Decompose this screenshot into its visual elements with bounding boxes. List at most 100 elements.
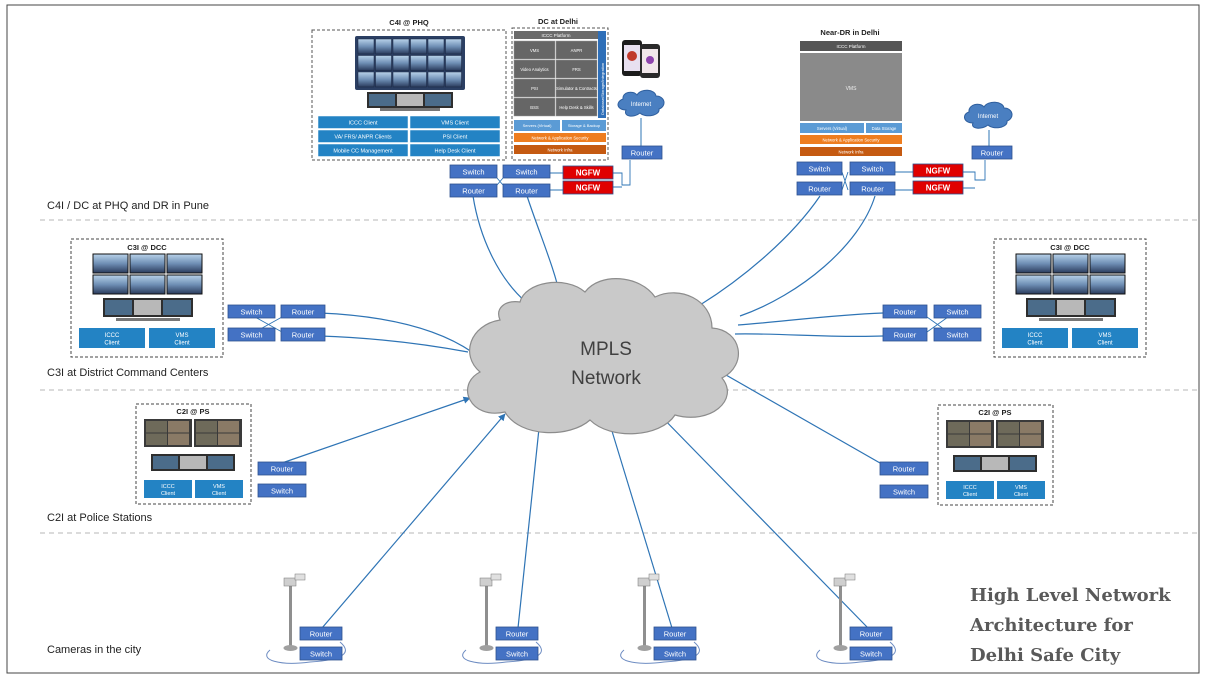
caption-line-2: Architecture for	[969, 615, 1133, 636]
router-label: Router	[981, 149, 1004, 158]
dc-servers-label: Servers (Virtual)	[523, 123, 552, 128]
ngfw-label: NGFW	[576, 169, 601, 178]
router-label: Router	[515, 187, 538, 196]
dc-delhi-title: DC at Delhi	[538, 17, 578, 26]
c2i-cctv-monitors	[946, 420, 1044, 448]
phq-client-label: ICCC Client	[348, 121, 378, 127]
band-label-cameras: Cameras in the city	[47, 644, 142, 656]
camera-switch: Switch	[849, 646, 893, 661]
link-camera-1	[321, 413, 506, 629]
dc-infra-bar	[514, 145, 606, 154]
c3i-left-switch-2: Switch	[227, 327, 276, 342]
c2i-client-label: ICCC	[963, 485, 976, 491]
dc-security-label: Network & Application Security	[531, 136, 589, 141]
camera-router: Router	[299, 626, 343, 641]
c3i-right-router-1: Router	[882, 304, 928, 319]
dr-switch-1: Switch	[796, 161, 843, 176]
dc-router-2: Router	[502, 183, 551, 198]
dc-router-1: Router	[449, 183, 498, 198]
band-label-c2i: C2I at Police Stations	[47, 512, 153, 524]
outer-frame	[6, 4, 1200, 674]
dc-module-cell: VMS	[513, 40, 556, 60]
c2i-right-router: Router	[879, 461, 929, 476]
dr-servers-label: Servers (Virtual)	[817, 126, 848, 131]
c2i-cctv-monitors	[144, 419, 242, 447]
link-c2i-left	[281, 396, 471, 464]
dr-internet-router: Router	[971, 145, 1013, 160]
dc-servers-bar	[514, 120, 560, 131]
c2i-client-label: Client	[1014, 492, 1029, 498]
link-c2i-right	[711, 366, 881, 464]
dc-switch-2: Switch	[502, 164, 551, 179]
c2i-title: C2I @ PS	[176, 407, 209, 416]
camera-router: Router	[495, 626, 539, 641]
router-label: Router	[292, 331, 315, 340]
dc-side-label: Database/Storage/Integration	[600, 63, 605, 115]
switch-label: Switch	[462, 168, 484, 177]
c2i-client-label: ICCC	[161, 484, 174, 490]
phq-client-cell: Mobile CC Management	[317, 143, 409, 157]
dc-module-label: Simulator & Contracts	[556, 86, 597, 91]
cctv-camera-icon	[637, 573, 660, 651]
dr-platform-label: ICCC Platform	[836, 44, 865, 49]
ngfw-label: NGFW	[926, 184, 951, 193]
c3i-client-cell: VMS Client	[149, 328, 215, 348]
dc-module-label: ANPR	[571, 48, 583, 53]
c3i-client-label: Client	[174, 341, 190, 347]
router-label: Router	[861, 185, 884, 194]
router-label: Router	[506, 630, 529, 639]
phq-client-cell: Help Desk Client	[409, 143, 501, 157]
router-label: Router	[631, 149, 654, 158]
c3i-title: C3I @ DCC	[127, 243, 167, 252]
dc-security-bar	[514, 133, 606, 142]
network-links	[319, 195, 884, 353]
c3i-right-switch-1: Switch	[933, 304, 982, 319]
dc-module-cell: Help Desk & Skills	[555, 97, 598, 117]
switch-label: Switch	[664, 650, 686, 659]
c2i-client-label: Client	[161, 491, 176, 497]
router-label: Router	[808, 185, 831, 194]
band-label-c4i: C4I / DC at PHQ and DR in Pune	[47, 200, 209, 212]
camera-router: Router	[653, 626, 697, 641]
dr-router-1: Router	[796, 181, 843, 196]
link-dc-router-2	[526, 195, 561, 297]
cctv-camera-icon	[479, 573, 502, 651]
dr-security-bar	[800, 135, 902, 144]
dr-router-2: Router	[849, 181, 896, 196]
dr-vms-label: VMS	[846, 86, 858, 92]
diagram-caption: High Level Network Architecture for Delh…	[969, 585, 1171, 666]
dc-module-label: PSI	[531, 86, 538, 91]
c2i-left-switch: Switch	[257, 483, 307, 498]
caption-line-1: High Level Network	[970, 585, 1171, 606]
cctv-camera-icon	[283, 573, 306, 651]
caption-line-3: Delhi Safe City	[970, 645, 1121, 666]
switch-label: Switch	[946, 331, 968, 340]
c3i-client-label: VMS	[175, 333, 188, 339]
switch-label: Switch	[861, 165, 883, 174]
dr-switch-2: Switch	[849, 161, 896, 176]
c3i-workstation	[103, 298, 193, 321]
link-c3i-right-2	[734, 333, 884, 338]
phq-client-label: VA/ FRS/ ANPR Clients	[334, 135, 392, 141]
c2i-workstation	[151, 454, 235, 471]
dr-ngfw-2: NGFW	[912, 180, 964, 195]
c3i-client-label: Client	[1097, 341, 1113, 347]
dr-vms-block	[800, 53, 902, 121]
link-camera-4	[654, 409, 869, 629]
c4i-phq-title: C4I @ PHQ	[389, 18, 429, 27]
c2i-client-label: VMS	[1015, 485, 1027, 491]
ngfw-label: NGFW	[576, 184, 601, 193]
